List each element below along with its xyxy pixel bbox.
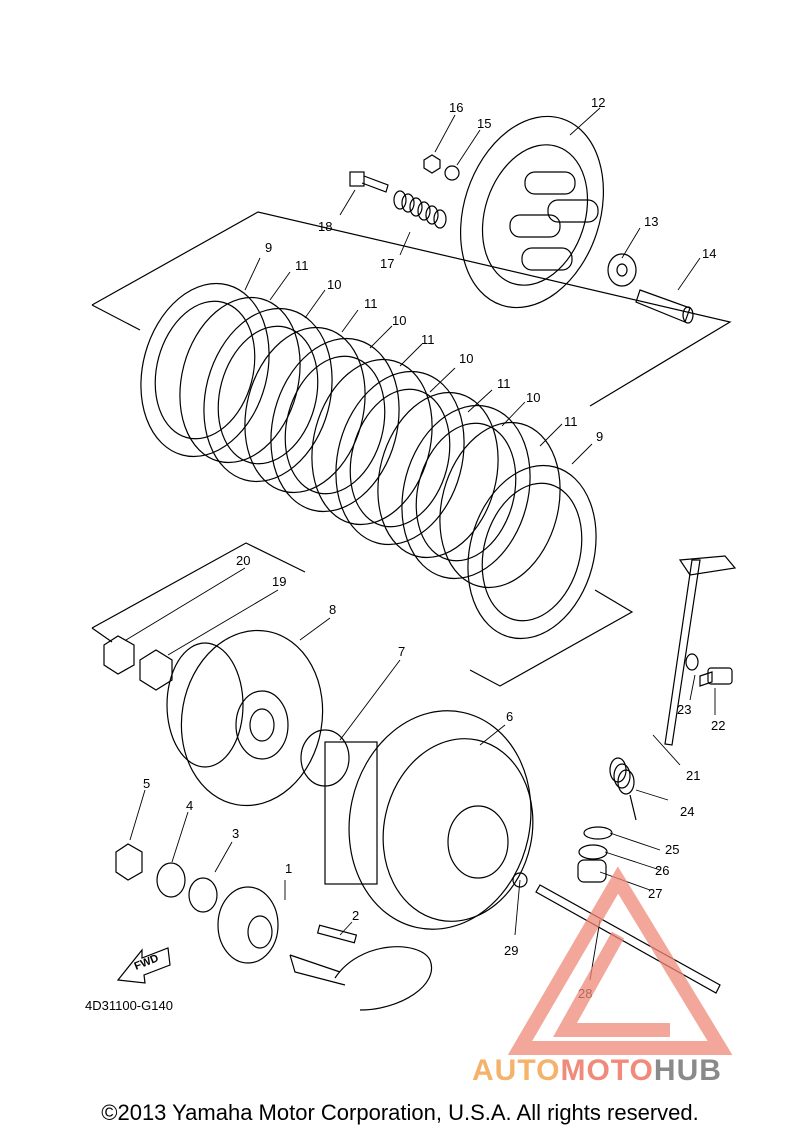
- callout-9-bottom: 9: [596, 429, 603, 444]
- callout-4: 4: [186, 798, 193, 813]
- plate-pack-outline: [91, 211, 732, 687]
- callout-10-b: 10: [392, 313, 406, 328]
- callout-26: 26: [655, 863, 669, 878]
- nut-16: [423, 154, 441, 174]
- callout-6: 6: [506, 709, 513, 724]
- callout-numbers: 1 2 3 4 5 6 7 8 9 9 10 10 10 10 11 11 11…: [85, 95, 725, 1013]
- nut-20: [103, 635, 135, 675]
- callout-25: 25: [665, 842, 679, 857]
- return-spring-24: [609, 757, 637, 821]
- callout-7: 7: [398, 644, 405, 659]
- copyright-notice: ©2013 Yamaha Motor Corporation, U.S.A. A…: [101, 1100, 699, 1125]
- gear-1: [217, 886, 279, 964]
- callout-9-top: 9: [265, 240, 272, 255]
- key-2: [316, 924, 358, 944]
- callout-leaders: [125, 107, 716, 981]
- washer-3: [188, 877, 218, 913]
- callout-3: 3: [232, 826, 239, 841]
- watermark-hub: HUB: [653, 1054, 722, 1087]
- clutch-boss-6: [324, 710, 534, 930]
- main-axle: [289, 954, 346, 986]
- callout-5: 5: [143, 776, 150, 791]
- callout-11-e: 11: [564, 414, 578, 429]
- lock-washer-19: [139, 649, 173, 691]
- hub-assembly-outline: [91, 542, 306, 643]
- callout-24: 24: [680, 804, 694, 819]
- push-rod-14: [635, 289, 694, 324]
- watermark-moto: MOTO: [560, 1054, 654, 1087]
- callout-11-d: 11: [497, 376, 511, 391]
- washer-23: [685, 653, 699, 671]
- primary-driven-gear-8: [166, 629, 324, 807]
- callout-11-b: 11: [364, 296, 378, 311]
- callout-10-c: 10: [459, 351, 473, 366]
- bolt-18: [349, 171, 389, 193]
- callout-19: 19: [272, 574, 286, 589]
- callout-14: 14: [702, 246, 716, 261]
- watermark-triangle-logo: [507, 866, 733, 1055]
- nut-5: [115, 843, 143, 881]
- pressure-plate: [459, 115, 605, 309]
- fwd-arrow-icon: [116, 947, 171, 984]
- callout-8: 8: [329, 602, 336, 617]
- callout-22: 22: [711, 718, 725, 733]
- callout-15: 15: [477, 116, 491, 131]
- friction-and-clutch-plates: [140, 282, 597, 640]
- callout-1: 1: [285, 861, 292, 876]
- callout-17: 17: [380, 256, 394, 271]
- washer-25: [583, 826, 613, 840]
- seal-27: [577, 859, 607, 883]
- callout-23: 23: [677, 702, 691, 717]
- callout-18: 18: [318, 219, 332, 234]
- washer-4: [156, 862, 186, 898]
- callout-11-a: 11: [295, 258, 309, 273]
- callout-13: 13: [644, 214, 658, 229]
- callout-10-a: 10: [327, 277, 341, 292]
- callout-16: 16: [449, 100, 463, 115]
- callout-27: 27: [648, 886, 662, 901]
- callout-12: 12: [591, 95, 605, 110]
- bearing-26: [578, 844, 608, 860]
- callout-29: 29: [504, 943, 518, 958]
- callout-11-c: 11: [421, 332, 435, 347]
- callout-20: 20: [236, 553, 250, 568]
- push-lever-shaft-21: [664, 555, 737, 746]
- bearing-13: [607, 253, 637, 287]
- ball-29: [512, 872, 528, 888]
- watermark-logo: AUTOMOTOHUB: [472, 1054, 722, 1088]
- bolt-22: [699, 667, 733, 687]
- spring-17: [393, 190, 447, 229]
- callout-2: 2: [352, 908, 359, 923]
- watermark-auto: AUTO: [472, 1054, 561, 1087]
- callout-10-d: 10: [526, 390, 540, 405]
- callout-21: 21: [686, 768, 700, 783]
- part-code: 4D31100-G140: [85, 998, 173, 1013]
- washer-15: [444, 165, 460, 181]
